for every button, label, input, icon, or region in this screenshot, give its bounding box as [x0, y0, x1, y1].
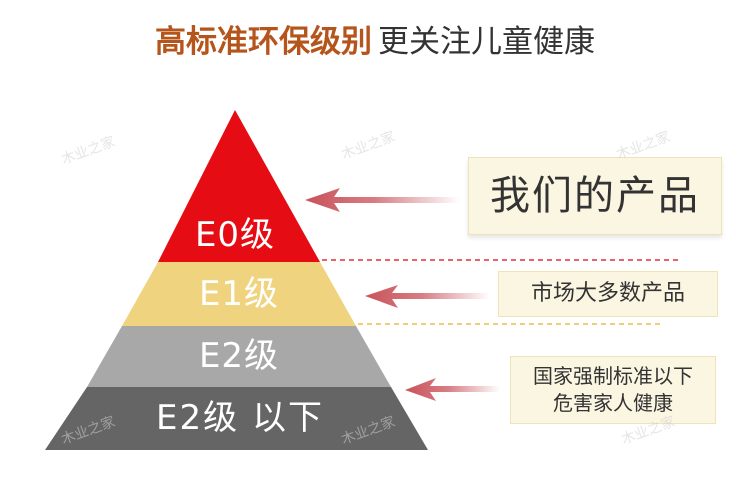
callout-below-standard-line2: 危害家人健康 — [553, 391, 673, 415]
arrow-to-below-e2 — [405, 378, 500, 401]
pyramid-tier-e1 — [122, 262, 356, 326]
callout-below-standard: 国家强制标准以下 危害家人健康 — [510, 356, 716, 424]
arrow-to-e1 — [365, 285, 490, 308]
page-title: 高标准环保级别更关注儿童健康 — [0, 22, 750, 62]
pyramid-tier-below-e2 — [45, 387, 428, 450]
callout-our-product-text: 我们的产品 — [490, 173, 700, 219]
callout-market-products: 市场大多数产品 — [498, 271, 718, 317]
tier-label-below-e2: E2级 以下 — [156, 398, 324, 438]
pyramid-tier-e2 — [87, 326, 391, 387]
callout-market-products-text: 市场大多数产品 — [530, 281, 685, 306]
tier-label-e2: E2级 — [198, 336, 280, 376]
callout-below-standard-line1: 国家强制标准以下 — [533, 364, 693, 388]
tier-label-e1: E1级 — [198, 274, 280, 314]
pyramid-tier-e0 — [158, 110, 320, 262]
title-highlight: 高标准环保级别 — [155, 24, 372, 60]
tier-label-e0: E0级 — [194, 215, 276, 255]
callout-our-product: 我们的产品 — [468, 157, 722, 235]
arrow-to-e0 — [305, 188, 460, 212]
title-rest: 更关注儿童健康 — [378, 24, 595, 60]
